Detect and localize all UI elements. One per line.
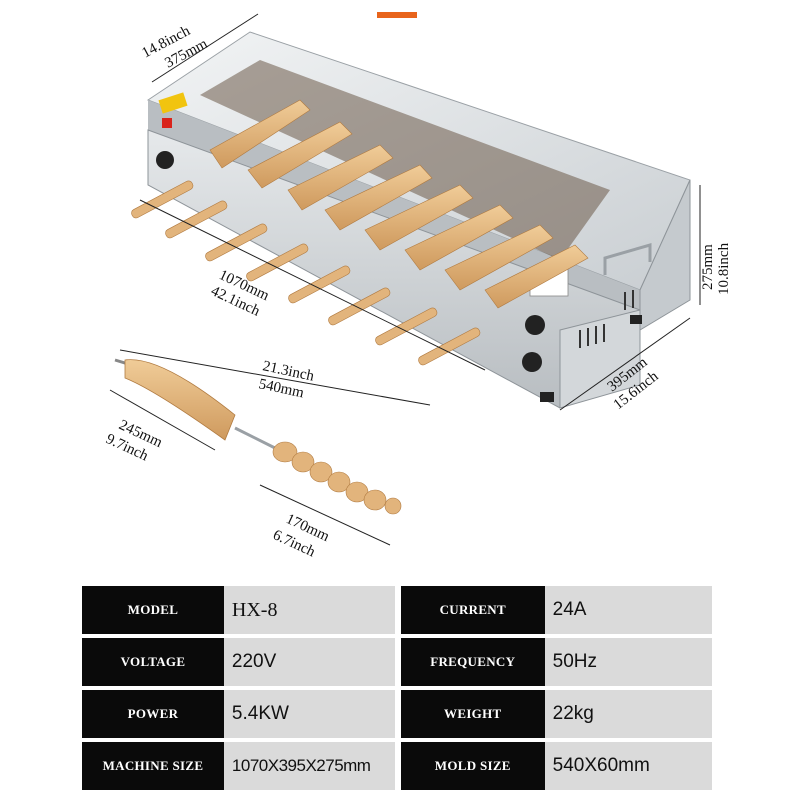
dim-height-in: 10.8inch (716, 242, 732, 295)
spec-table: MODEL HX-8 CURRENT 24A VOLTAGE 220V FREQ… (82, 582, 712, 794)
mold-detail (114, 358, 402, 515)
spec-label-machine-size: MACHINE SIZE (82, 742, 224, 790)
spec-value-model: HX-8 (223, 586, 396, 634)
spec-row-power: POWER 5.4KW WEIGHT 22kg (82, 690, 712, 738)
skewer-handles (131, 180, 481, 366)
accent-bar (377, 12, 417, 18)
spec-value-mold-size: 540X60mm (544, 742, 712, 790)
spec-row-voltage: VOLTAGE 220V FREQUENCY 50Hz (82, 638, 712, 686)
spec-label-voltage: VOLTAGE (82, 638, 224, 686)
spec-label-frequency: FREQUENCY (400, 638, 545, 686)
spec-value-frequency: 50Hz (544, 638, 712, 686)
wooden-molds (209, 99, 589, 309)
spec-label-model: MODEL (82, 586, 224, 634)
spec-value-weight: 22kg (544, 690, 712, 738)
spec-label-mold-size: MOLD SIZE (400, 742, 545, 790)
spec-value-current: 24A (544, 586, 712, 634)
spec-label-weight: WEIGHT (400, 690, 545, 738)
product-illustration: 14.8inch 375mm 1070mm 42.1inch 275mm 10.… (103, 12, 732, 561)
dimension-lines (109, 13, 701, 546)
spec-row-model: MODEL HX-8 CURRENT 24A (82, 586, 712, 634)
spec-value-machine-size: 1070X395X275mm (223, 742, 396, 790)
spec-label-power: POWER (82, 690, 224, 738)
spec-value-voltage: 220V (223, 638, 396, 686)
dim-height-mm: 275mm (700, 244, 716, 290)
spec-row-machine-size: MACHINE SIZE 1070X395X275mm MOLD SIZE 54… (82, 742, 712, 790)
spec-label-current: CURRENT (400, 586, 545, 634)
spec-value-power: 5.4KW (223, 690, 396, 738)
grill-machine (146, 31, 691, 409)
